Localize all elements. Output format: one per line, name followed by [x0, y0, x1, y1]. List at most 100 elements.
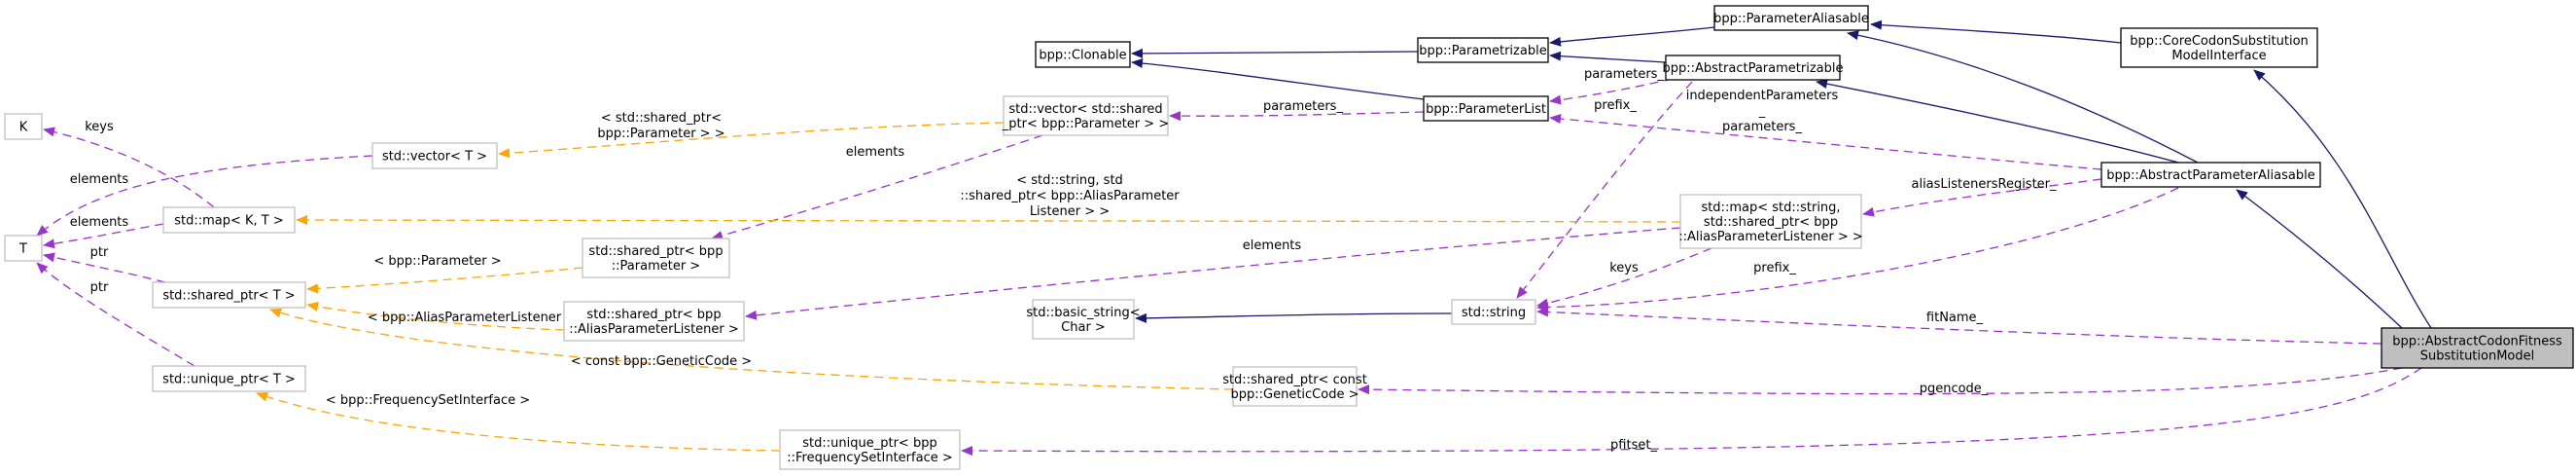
- node-label: _ptr< bpp::Parameter > >: [1002, 117, 1169, 131]
- node-box: [1423, 95, 1549, 122]
- edge-inherit-focus-to-abs-param-aliasable: [2236, 189, 2403, 329]
- edge-template-shared-param-to-shared-t: [306, 267, 583, 294]
- edge-label: prefix_: [1594, 98, 1637, 113]
- node-shared-param: std::shared_ptr< bpp::Parameter >: [582, 238, 730, 278]
- node-focus[interactable]: bpp::AbstractCodonFitnessSubstitutionMod…: [2381, 327, 2574, 369]
- edge-label: < std::string, std: [1016, 173, 1123, 188]
- node-label: std::shared_ptr< T >: [162, 289, 295, 304]
- edge-template-unique-freq-set-to-unique-t: [256, 391, 781, 452]
- edge-usage-vec-shared-param-to-shared-param: [711, 134, 1043, 240]
- edge-label: bpp::Parameter > >: [597, 127, 724, 141]
- edge-label: fitName_: [1926, 311, 1984, 325]
- node-label: SubstitutionModel: [2420, 349, 2535, 364]
- node-label: bpp::CoreCodonSubstitution: [2130, 34, 2309, 49]
- edge-usage-map-alias-to-shared-alias-listener: [745, 227, 1681, 320]
- node-box: [152, 281, 306, 309]
- node-shared-t: std::shared_ptr< T >: [152, 281, 306, 309]
- node-basic-string: std::basic_string<Char >: [1026, 299, 1141, 340]
- node-label: ModelInterface: [2171, 49, 2266, 63]
- edge-inherit-std-string-to-basic-string: [1135, 312, 1453, 323]
- node-unique-t: std::unique_ptr< T >: [152, 365, 306, 392]
- edge-inherit-abs-param-aliasable-to-param-aliasable: [1847, 30, 2199, 164]
- node-box: [779, 429, 961, 470]
- edge-label: ptr: [90, 280, 109, 295]
- edge-inherit-abs-parametrizable-to-parametrizable: [1549, 51, 1667, 63]
- edge-label: elements: [70, 172, 129, 187]
- node-unique-freq-set: std::unique_ptr< bpp::FrequencySetInterf…: [779, 429, 961, 470]
- node-box: [1003, 95, 1169, 136]
- node-box: [1665, 55, 1841, 81]
- node-param-list[interactable]: bpp::ParameterList: [1423, 95, 1549, 122]
- edge-usage-abs-param-aliasable-to-param-list: [1549, 114, 2102, 170]
- edge-usage-map-alias-to-std-string: [1536, 247, 1712, 309]
- node-map-alias: std::map< std::string,std::shared_ptr< b…: [1678, 194, 1863, 249]
- node-box: [582, 238, 730, 278]
- node-box: [563, 301, 745, 342]
- edge-labels-layer: parameters_prefix_independentParameters_…: [70, 67, 2057, 453]
- node-label: bpp::AbstractParameterAliasable: [2106, 168, 2314, 183]
- edge-template-map-alias-to-map-kt: [296, 215, 1681, 226]
- edge-inherit-core-codon-to-param-aliasable: [1870, 19, 2122, 44]
- edge-usage-focus-to-unique-freq-set: [961, 367, 2422, 457]
- node-box: [1417, 37, 1549, 63]
- node-label: ::AliasParameterListener > >: [1678, 230, 1863, 244]
- node-label: std::basic_string<: [1026, 306, 1140, 320]
- edge-label: keys: [1609, 261, 1639, 275]
- node-label: std::shared_ptr< bpp: [1704, 215, 1838, 230]
- node-label: T: [18, 242, 27, 257]
- edge-usage-param-list-to-vec-shared-param: [1169, 111, 1425, 122]
- node-label: ::Parameter >: [612, 259, 700, 274]
- edge-label: prefix_: [1753, 261, 1796, 275]
- edge-inherit-parametrizable-to-clonable: [1131, 48, 1419, 58]
- node-label: std::shared_ptr< const: [1222, 373, 1367, 387]
- node-label: bpp::ParameterList: [1426, 102, 1546, 117]
- edge-usage-map-kt-to-t: [43, 223, 164, 249]
- edges-layer: [36, 19, 2432, 457]
- node-box: [1032, 299, 1135, 340]
- edge-label: < bpp::FrequencySetInterface >: [326, 393, 530, 408]
- edge-inherit-param-list-to-clonable: [1131, 58, 1425, 100]
- edge-label: ptr: [90, 245, 109, 260]
- node-parametrizable[interactable]: bpp::Parametrizable: [1417, 37, 1549, 63]
- nodes-layer: bpp::AbstractCodonFitnessSubstitutionMod…: [4, 5, 2574, 470]
- node-box: [4, 235, 43, 262]
- node-box: [1451, 299, 1536, 325]
- node-box: [152, 365, 306, 392]
- edge-template-vec-shared-param-to-vector-t: [498, 122, 1005, 159]
- node-box: [162, 206, 296, 234]
- edge-label: < const bpp::GeneticCode >: [571, 354, 752, 369]
- node-map-kt: std::map< K, T >: [162, 206, 296, 234]
- node-box: [1232, 366, 1358, 407]
- node-t: T: [4, 235, 43, 262]
- edge-usage-abs-parametrizable-to-std-string: [1516, 81, 1693, 299]
- node-box: [1679, 194, 1862, 249]
- node-std-string: std::string: [1451, 299, 1536, 325]
- node-k: K: [4, 113, 43, 140]
- node-box: [1713, 5, 1869, 31]
- node-label: std::map< K, T >: [174, 214, 284, 229]
- edge-usage-abs-parametrizable-to-param-list: [1549, 78, 1674, 105]
- edge-label: pgencode_: [1920, 382, 1989, 396]
- node-label: std::shared_ptr< bpp: [588, 244, 723, 259]
- node-clonable[interactable]: bpp::Clonable: [1035, 41, 1131, 68]
- node-abs-param-aliasable[interactable]: bpp::AbstractParameterAliasable: [2100, 162, 2321, 188]
- node-label: bpp::Clonable: [1039, 49, 1126, 63]
- node-abs-parametrizable[interactable]: bpp::AbstractParametrizable: [1663, 55, 1844, 81]
- edge-template-shared-alias-listener-to-shared-t: [306, 302, 565, 331]
- node-vector-t: std::vector< T >: [371, 142, 498, 169]
- edge-label: independentParameters: [1686, 89, 1839, 103]
- node-label: bpp::ParameterAliasable: [1713, 12, 1869, 26]
- node-box: [2100, 162, 2321, 188]
- edge-inherit-abs-param-aliasable-to-abs-parametrizable: [1816, 79, 2179, 164]
- edge-label: parameters_: [1584, 67, 1664, 82]
- node-label: ::FrequencySetInterface >: [787, 451, 953, 465]
- node-param-aliasable[interactable]: bpp::ParameterAliasable: [1713, 5, 1869, 31]
- edge-usage-map-kt-to-k: [43, 127, 215, 208]
- node-label: K: [19, 121, 28, 135]
- edge-label: aliasListenersRegister_: [1911, 177, 2057, 192]
- edge-label: _: [1758, 104, 1766, 119]
- node-label: bpp::AbstractParametrizable: [1663, 61, 1844, 76]
- node-label: std::vector< std::shared: [1008, 102, 1162, 117]
